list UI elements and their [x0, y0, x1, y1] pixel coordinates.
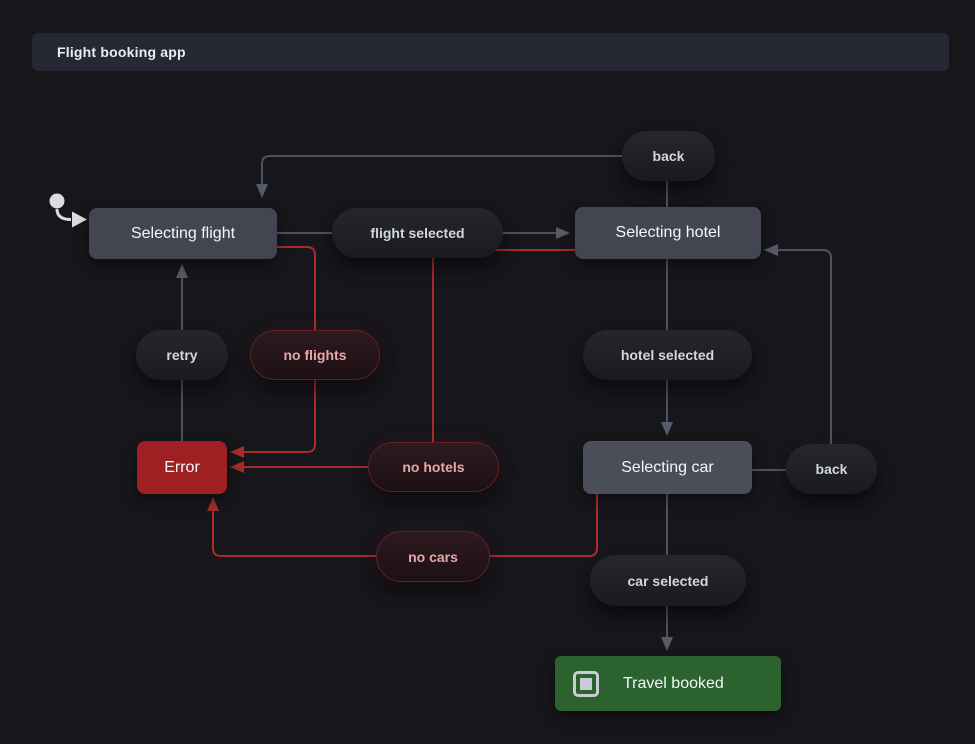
machine-header[interactable]: Flight booking app	[32, 33, 949, 71]
state-node-error[interactable]: Error	[137, 441, 227, 494]
event-pill-flight-selected[interactable]: flight selected	[332, 208, 503, 258]
state-node-travel-booked[interactable]: Travel booked	[555, 656, 781, 711]
event-label: back	[652, 148, 685, 164]
final-state-icon	[573, 670, 599, 697]
state-node-selecting-flight[interactable]: Selecting flight	[89, 208, 277, 259]
state-label: Selecting flight	[130, 224, 236, 242]
event-label: no hotels	[402, 459, 465, 475]
event-label: back	[815, 461, 848, 477]
event-pill-no-hotels[interactable]: no hotels	[368, 442, 499, 492]
state-label: Selecting hotel	[615, 224, 721, 241]
event-pill-retry[interactable]: retry	[136, 330, 228, 380]
event-pill-back-from-car[interactable]: back	[786, 444, 877, 494]
state-label: Travel booked	[623, 674, 724, 692]
event-pill-no-flights[interactable]: no flights	[250, 330, 380, 380]
edge-car-back-to-hotel	[764, 244, 832, 444]
state-label: Selecting car	[621, 458, 714, 476]
initial-state-icon	[49, 193, 87, 228]
state-node-selecting-car[interactable]: Selecting car	[583, 441, 752, 494]
event-label: no flights	[283, 347, 347, 363]
machine-title: Flight booking app	[57, 44, 186, 60]
event-label: hotel selected	[620, 347, 715, 363]
event-label: car selected	[627, 572, 709, 589]
event-pill-car-selected[interactable]: car selected	[590, 555, 746, 606]
event-label: no cars	[408, 548, 458, 565]
event-pill-hotel-selected[interactable]: hotel selected	[583, 330, 752, 380]
state-node-selecting-hotel[interactable]: Selecting hotel	[575, 207, 761, 259]
edge-hotel-back-to-flight	[256, 155, 668, 207]
event-label: flight selected	[370, 225, 465, 241]
event-pill-back-from-hotel[interactable]: back	[622, 131, 715, 181]
event-pill-no-cars[interactable]: no cars	[376, 531, 490, 582]
state-label: Error	[164, 458, 200, 476]
event-label: retry	[166, 347, 198, 363]
